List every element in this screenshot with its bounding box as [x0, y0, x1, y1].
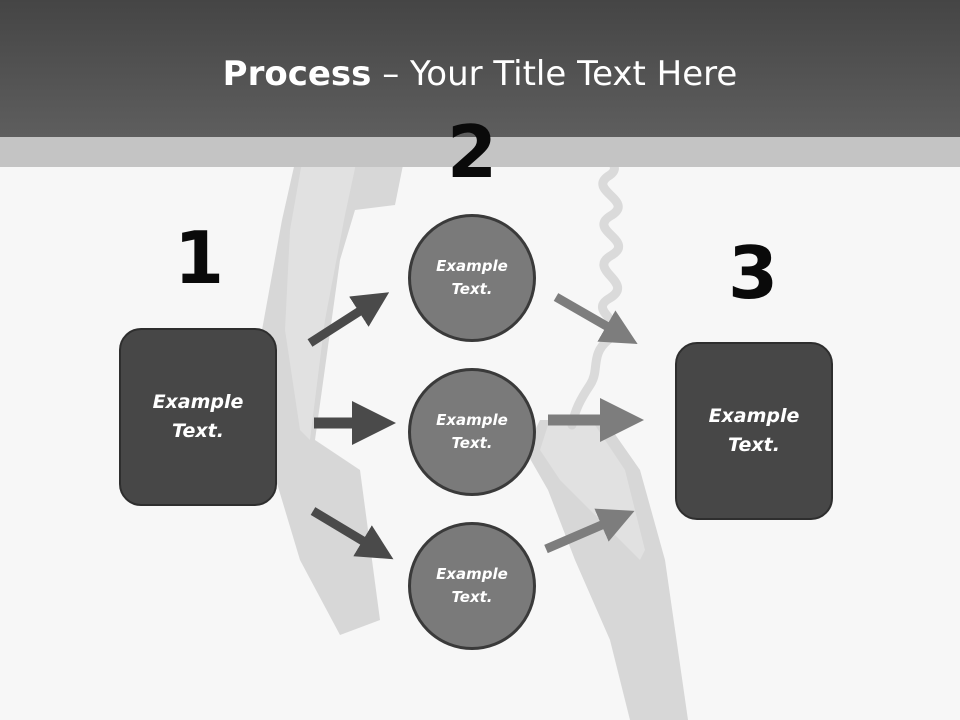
header-bar: [0, 0, 960, 137]
step-3-text-line2: Text.: [728, 434, 780, 456]
arrow-circle-top-to-3: [553, 293, 638, 344]
step-1-text-line1: Example: [152, 391, 244, 413]
circle-middle-text-line2: Text.: [451, 434, 493, 452]
circle-bottom: Example Text.: [408, 522, 536, 650]
arrow-1-to-circle-bottom: [310, 507, 394, 560]
step-3-box: Example Text.: [675, 342, 833, 520]
circle-top-text-line1: Example: [436, 257, 508, 275]
step-2-number: 2: [446, 110, 498, 194]
circle-bottom-text-line2: Text.: [451, 588, 493, 606]
circle-middle-text-line1: Example: [436, 411, 508, 429]
handset-left-icon: [262, 140, 408, 635]
title-rest: Your Title Text Here: [410, 54, 738, 94]
circle-top: Example Text.: [408, 214, 536, 342]
step-3-text-line1: Example: [708, 405, 800, 427]
step-1-number: 1: [173, 216, 225, 300]
circle-top-text-line2: Text.: [451, 280, 493, 298]
circle-middle: Example Text.: [408, 368, 536, 496]
step-1-box: Example Text.: [119, 328, 277, 506]
step-1-text-line2: Text.: [172, 420, 224, 442]
arrow-circle-bottom-to-3: [544, 508, 635, 554]
header-band: [0, 137, 960, 167]
arrow-1-to-circle-top: [307, 292, 390, 347]
circle-bottom-text-line1: Example: [436, 565, 508, 583]
title-separator: –: [371, 54, 411, 94]
slide-title: Process – Your Title Text Here: [0, 52, 960, 96]
step-3-number: 3: [727, 231, 779, 315]
title-bold: Process: [222, 54, 372, 94]
phone-cord-icon: [567, 130, 624, 430]
